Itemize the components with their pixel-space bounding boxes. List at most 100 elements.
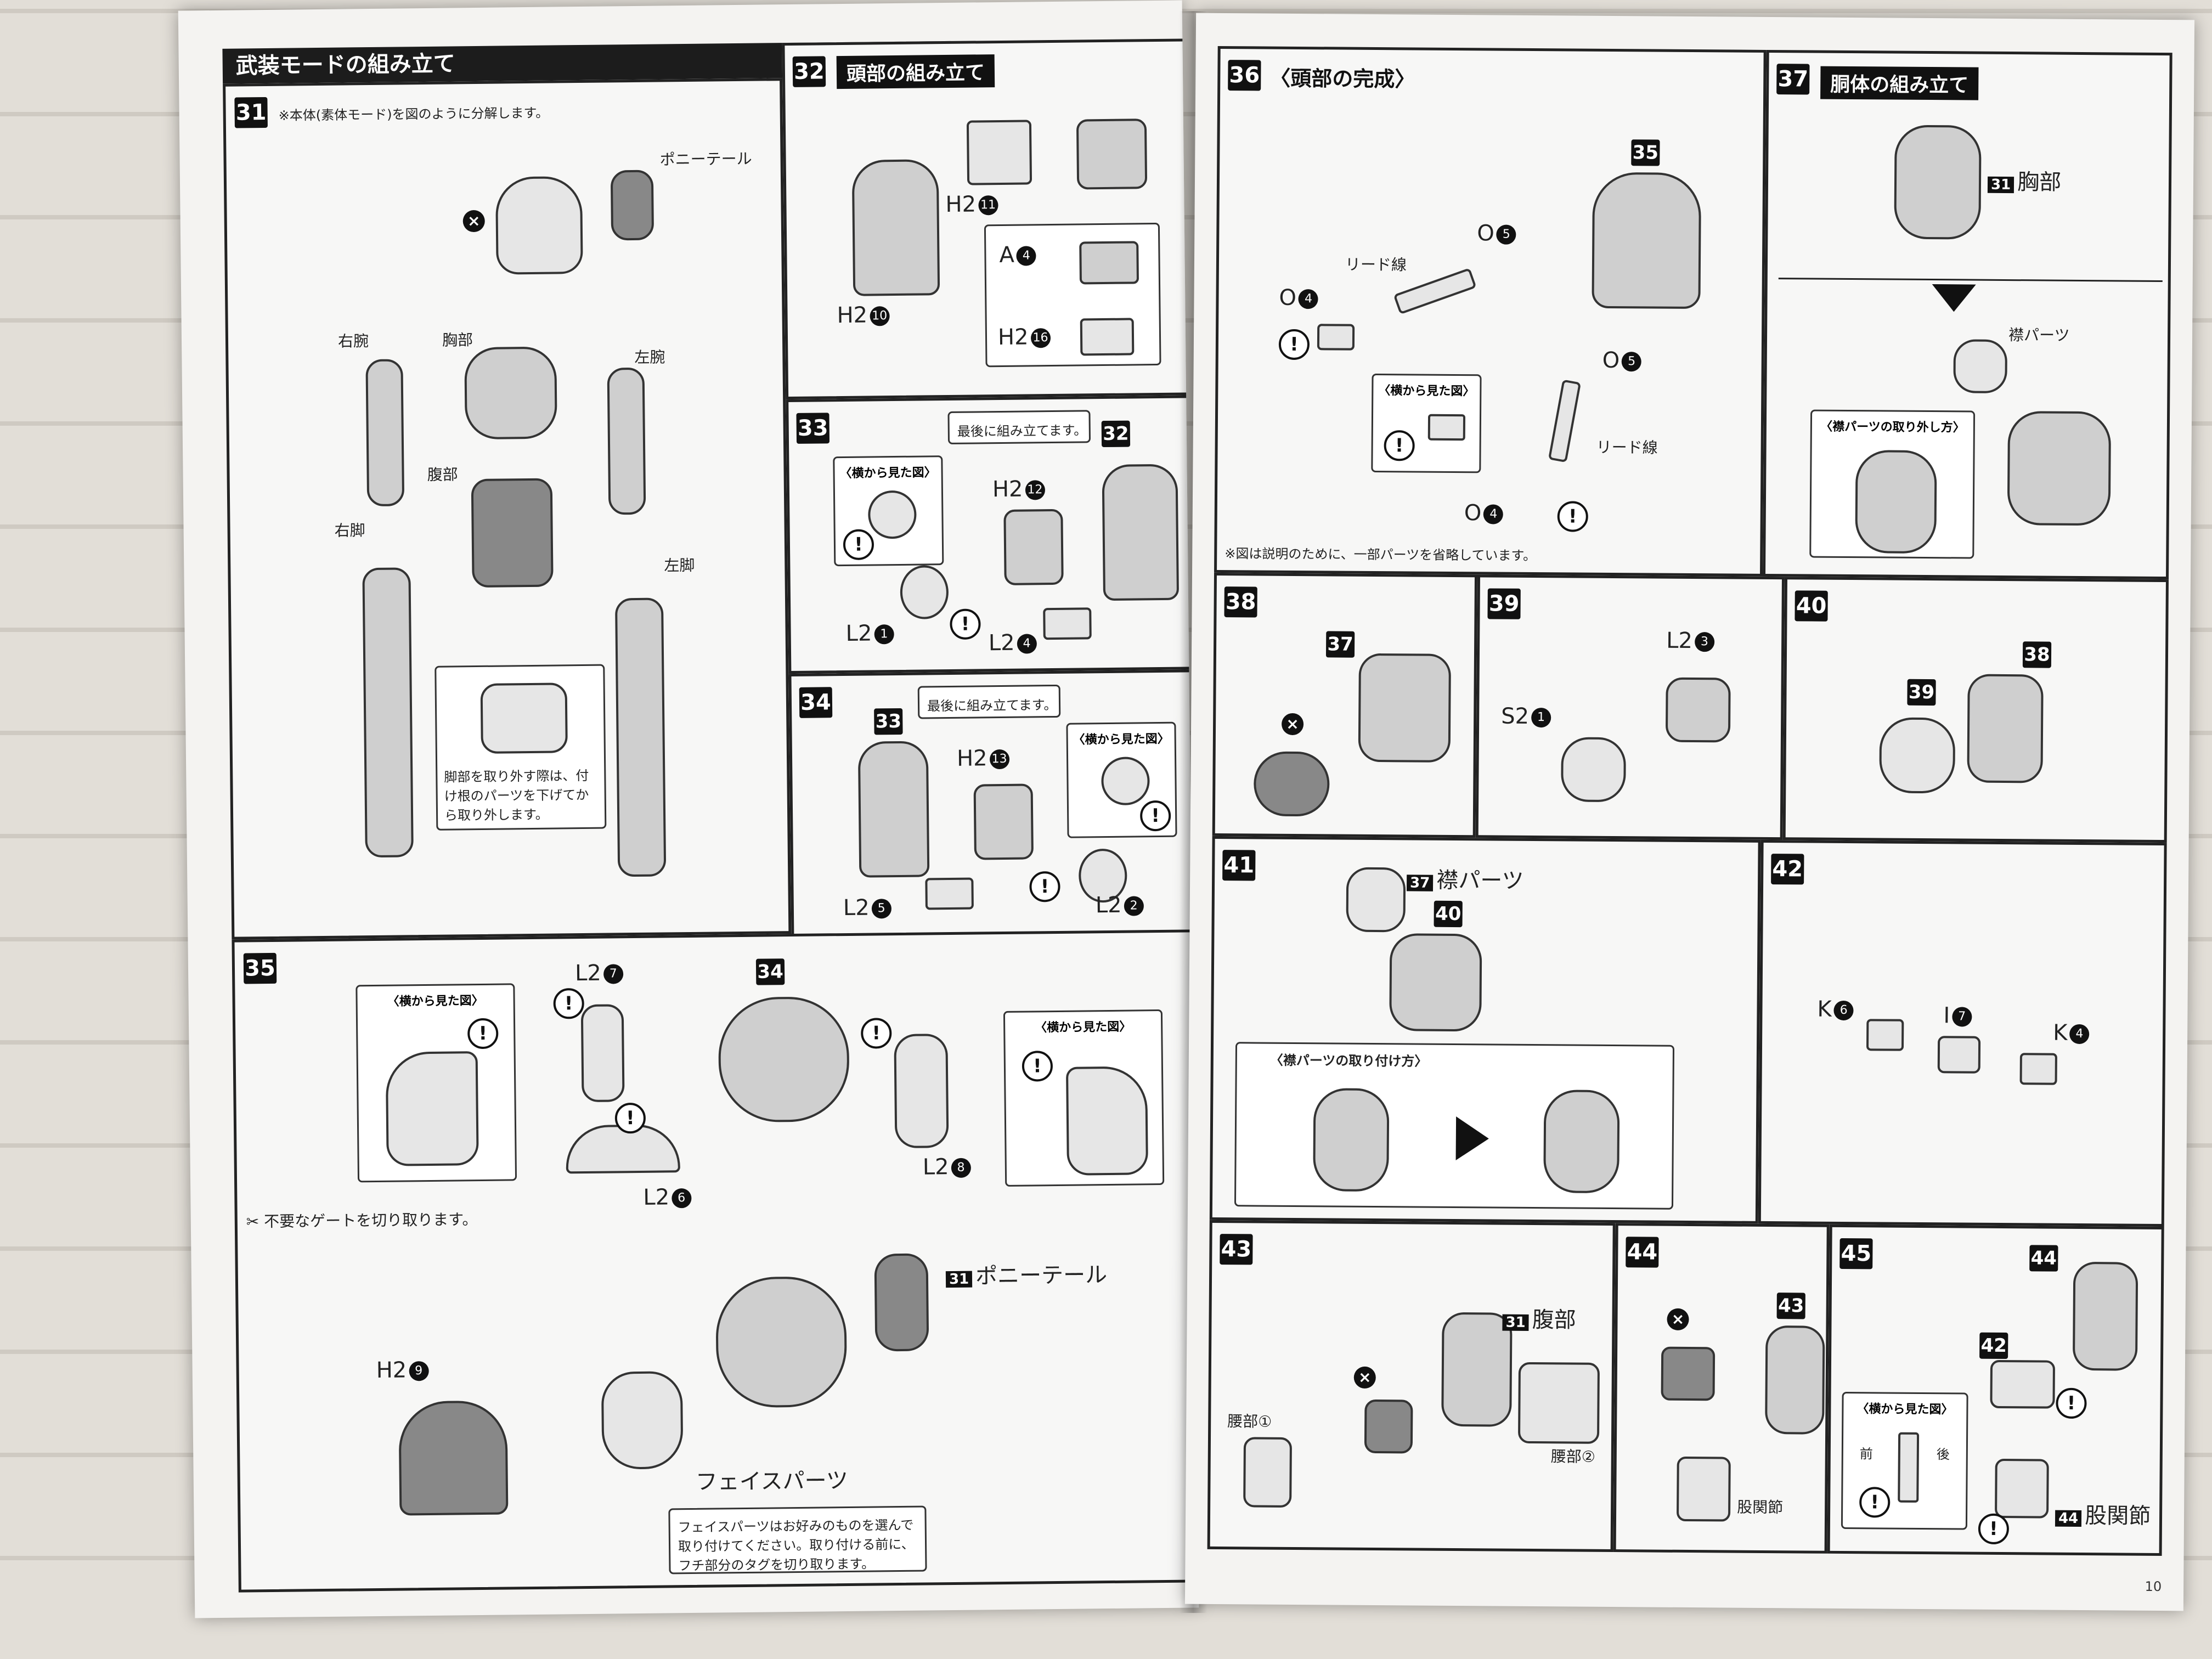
step-number: 42: [1771, 854, 1804, 885]
caution-icon: !: [843, 529, 874, 561]
chest-part: [1894, 125, 1982, 240]
caution-icon: !: [1859, 1487, 1891, 1518]
collar-attach-title: 〈襟パーツの取り付け方〉: [1269, 1052, 1428, 1069]
caution-icon: !: [553, 988, 584, 1019]
chest-part: [1358, 653, 1452, 763]
head-part: [495, 176, 583, 275]
joint-part: [1665, 677, 1731, 743]
joint-assembly-part: [1990, 1359, 2056, 1409]
head-complete-part: [1592, 172, 1702, 309]
exclude-mark-icon: ×: [1281, 713, 1304, 736]
i7-shape: [1937, 1036, 1981, 1074]
side-view-part: [1065, 1066, 1149, 1176]
side-view-title: 〈横から見た図〉: [387, 994, 484, 1009]
abdomen-part: [1765, 1325, 1825, 1435]
hair-front-part: [398, 1400, 509, 1516]
caution-icon: !: [1029, 871, 1060, 902]
step-number: 41: [1222, 850, 1256, 881]
right-arrow-icon: [1455, 1116, 1489, 1161]
face-note: フェイスパーツはお好みのものを選んで取り付けてください。取り付ける前に、フチ部分…: [678, 1517, 915, 1574]
collar-part: [1953, 339, 2008, 394]
step-40-panel: 40 39 38: [1782, 577, 2169, 843]
collar-removal-title: 〈襟パーツの取り外し方〉: [1820, 420, 1965, 435]
left-leg-part: [614, 597, 667, 877]
label-ponytail: ポニーテール: [659, 149, 752, 169]
step-number: 35: [243, 952, 277, 984]
side-view-part: [385, 1051, 479, 1166]
lead-wire-label-top: リード線: [1345, 255, 1407, 274]
caution-icon: !: [614, 1102, 646, 1134]
gate-note: ✂ 不要なゲートを切り取ります。: [246, 1210, 478, 1231]
step-44-panel: 44 × 43 股関節: [1613, 1223, 1830, 1554]
separator-line: [1778, 278, 2163, 282]
visor-part: [1003, 509, 1064, 585]
removed-part: [1661, 1346, 1716, 1401]
caution-icon: !: [1978, 1513, 2010, 1545]
front-label: 前: [1859, 1446, 1873, 1462]
leg-removal-note-box: 脚部を取り外す際は、付け根のパーツを下げてから取り外します。: [435, 664, 607, 831]
label-left-leg: 左脚: [664, 556, 695, 575]
chest-part: [1967, 674, 2044, 783]
head-final-part: [715, 1276, 848, 1408]
step-number: 43: [1220, 1234, 1253, 1265]
step-number: 45: [1839, 1238, 1873, 1269]
step-number: 36: [1228, 60, 1261, 91]
waist-1-label: 腰部①: [1227, 1412, 1272, 1431]
bust-part: [1561, 737, 1626, 803]
hip-label: 股関節: [1737, 1498, 1784, 1517]
down-arrow-icon: [1932, 284, 1976, 312]
reference-step-39: 39: [1907, 679, 1936, 706]
callout-box: 最後に組み立てます。: [917, 684, 1061, 719]
side-view-box: 〈横から見た図〉 !: [1371, 373, 1482, 473]
hip-joint-part: [1676, 1456, 1731, 1522]
side-view-part: [1427, 414, 1466, 441]
leg-removal-note: 脚部を取り外す際は、付け根のパーツを下げてから取り外します。: [444, 768, 589, 823]
side-view-title: 〈横から見た図〉: [1073, 732, 1170, 747]
step-title: 〈頭部の完成〉: [1269, 66, 1416, 92]
helmet-part: [1102, 464, 1180, 601]
exclude-mark-icon: ×: [462, 210, 485, 233]
left-page: 武装モードの組み立て 31 ※本体(素体モード)を図のように分解します。 × ポ…: [178, 0, 1199, 1618]
side-plate-part: [580, 1004, 625, 1103]
step-title: 頭部の組み立て: [836, 54, 995, 89]
abdomen-part: [1441, 1312, 1513, 1427]
part-h2-16-shape: [1080, 318, 1135, 356]
label-abdomen: 腹部: [427, 465, 458, 484]
step-number: 33: [796, 413, 830, 444]
step-footnote: ※図は説明のために、一部パーツを省略しています。: [1224, 546, 1537, 564]
k6-shape: [1866, 1019, 1904, 1051]
label-chest: 胸部: [442, 331, 473, 349]
callout-text: 最後に組み立てます。: [957, 422, 1087, 439]
attach-after-part: [1543, 1090, 1620, 1194]
side-view-title: 〈横から見た図〉: [1378, 384, 1475, 399]
reference-step-44: 44: [2029, 1245, 2058, 1272]
left-arm-part: [607, 367, 646, 515]
connector-part: [1317, 324, 1355, 351]
step-title: 胴体の組み立て: [1820, 66, 1979, 100]
small-clip-part: [1043, 607, 1092, 640]
helmet-part: [857, 741, 930, 878]
reference-step: 32: [1101, 420, 1131, 448]
step-instruction: ※本体(素体モード)を図のように分解します。: [278, 105, 549, 123]
head-assembly-part: [1076, 119, 1148, 190]
part-a-shape: [1079, 241, 1139, 285]
step-number: 34: [799, 687, 833, 718]
caution-icon: !: [1278, 329, 1310, 360]
removed-part: [1364, 1399, 1413, 1454]
collar-removal-box: 〈襟パーツの取り外し方〉: [1809, 409, 1976, 559]
reference-step-42: 42: [1979, 1332, 2008, 1359]
